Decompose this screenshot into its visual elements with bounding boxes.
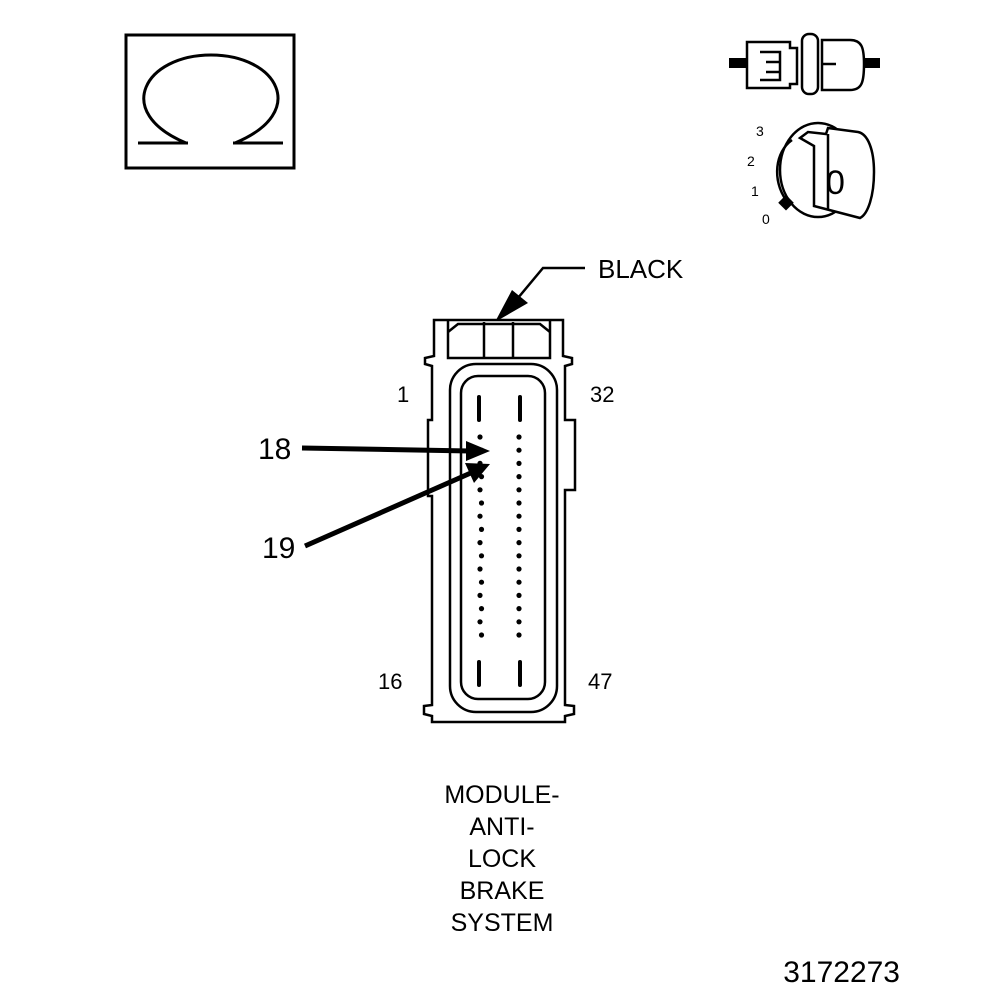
- pin-cavity: [516, 606, 522, 612]
- ohm-symbol-icon: [124, 33, 296, 170]
- pin-cavity: [516, 487, 522, 493]
- pin-cavity: [516, 540, 522, 546]
- pin-cavity: [477, 487, 483, 493]
- pin-cavity: [516, 592, 522, 599]
- pin-cavity: [516, 513, 522, 519]
- pin-cavity: [478, 500, 485, 506]
- pin-cavity: [516, 579, 522, 585]
- ignition-position-3: 3: [756, 123, 764, 139]
- pin-cavity: [477, 566, 483, 572]
- pin-cavity: [477, 513, 483, 519]
- pin-cavity: [478, 526, 485, 533]
- pin-cavity: [516, 500, 522, 506]
- pin-cavity: [477, 434, 483, 440]
- pin-callout-18-label: 18: [258, 433, 291, 466]
- pin-cavity: [516, 566, 522, 572]
- pin-label-47: 47: [588, 669, 612, 694]
- ignition-key-label: 0: [826, 164, 845, 202]
- pin-cavity: [478, 606, 485, 612]
- caption-line-5: SYSTEM: [451, 909, 554, 937]
- pin-label-1: 1: [397, 382, 409, 407]
- pin-cavity: [477, 540, 483, 546]
- pin-callout-19-label: 19: [262, 532, 295, 565]
- pin-label-32: 32: [590, 382, 614, 407]
- component-caption: MODULE- ANTI- LOCK BRAKE SYSTEM: [444, 781, 559, 937]
- ignition-position-0: 0: [762, 211, 770, 227]
- caption-line-3: LOCK: [468, 845, 536, 873]
- pin-cavity: [516, 434, 522, 440]
- pin-cavity: [516, 447, 522, 453]
- pin-callout-19: 19: [262, 463, 490, 565]
- disconnected-connector-icon: [729, 32, 880, 96]
- pin-cavity: [478, 632, 485, 638]
- caption-line-2: ANTI-: [469, 813, 534, 841]
- caption-line-1: MODULE-: [444, 781, 559, 809]
- pin-cavity: [478, 553, 485, 559]
- ignition-position-1: 1: [751, 183, 759, 199]
- pin-callout-18: 18: [258, 433, 490, 466]
- pin-label-16: 16: [378, 669, 402, 694]
- pin-cavity: [516, 526, 522, 533]
- pin-cavity: [477, 619, 483, 625]
- connector-body: [422, 318, 577, 724]
- pin-cavity: [516, 632, 522, 638]
- caption-line-4: BRAKE: [460, 877, 545, 905]
- ignition-switch-key-icon: 3 2 1 0 0: [747, 121, 876, 227]
- ignition-position-2: 2: [747, 153, 755, 169]
- pin-cavity: [516, 553, 522, 559]
- pin-cavity: [478, 579, 485, 585]
- pin-cavity: [516, 619, 522, 625]
- pin-cavity: [516, 474, 522, 480]
- figure-number: 3172273: [783, 956, 900, 989]
- connector-color-callout: BLACK: [495, 254, 684, 322]
- pin-cavity: [516, 460, 522, 466]
- connector-color-label: BLACK: [598, 254, 684, 284]
- pin-cavity: [477, 592, 483, 599]
